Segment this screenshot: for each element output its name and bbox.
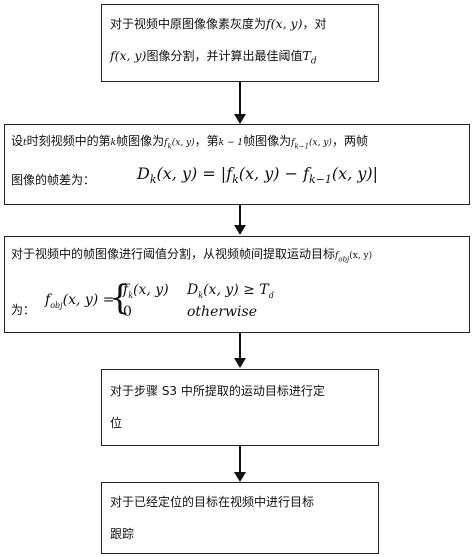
step2-frame-diff-label: 图像的帧差为： xyxy=(11,173,96,187)
step2-var-t: t xyxy=(23,138,27,148)
piecewise-lhs-args: (x, y) = xyxy=(62,292,115,308)
step4-line1: 对于步骤 S3 中所提取的运动目标进行定 xyxy=(110,384,325,398)
step3-fobj-args: (x, y) xyxy=(349,251,373,261)
step4-line2: 位 xyxy=(110,416,123,430)
step3-fobj: f xyxy=(335,251,339,261)
case1-f-sub: k xyxy=(128,290,134,300)
arrow-1 xyxy=(234,82,246,124)
piecewise-case1-cond: Dk(x, y) ≥ Td xyxy=(187,281,274,305)
step1-threshold-sub: d xyxy=(310,56,317,67)
step1-line1-func: f(x, y) xyxy=(266,16,303,31)
step2-var-km1: k − 1 xyxy=(218,138,244,148)
formula-f2: f xyxy=(303,164,309,183)
formula-abs-open: | xyxy=(220,164,227,183)
step2-formula: Dk(x, y) = |fk(x, y) − fk−1(x, y)| xyxy=(137,165,378,189)
step5-line2: 跟踪 xyxy=(110,527,135,541)
step2-text-p3: 帧图像为 xyxy=(116,134,165,148)
step1-line1-text: 对于视频中原图像像素灰度为 xyxy=(110,17,267,31)
step2-text-p1: 设 xyxy=(11,134,24,148)
arrow-3 xyxy=(234,333,246,368)
case1-D-sub: k xyxy=(198,290,204,300)
piecewise-case2-cond: otherwise xyxy=(187,303,257,321)
step3-fobj-sub: obj xyxy=(338,255,350,264)
step1-line2-func: f(x, y) xyxy=(110,48,147,63)
step2-var-k: k xyxy=(110,138,117,148)
case2-cond: otherwise xyxy=(187,304,257,320)
step2-fk-sub: k xyxy=(167,142,172,151)
step1-line1: 对于视频中原图像像素灰度为f(x, y)，对 xyxy=(110,15,326,33)
case1-args: (x, y) xyxy=(133,282,169,298)
step1-line1-tail: ，对 xyxy=(302,17,327,31)
piecewise-case1: fk(x, y) xyxy=(123,281,169,305)
formula-f2-sub: k−1 xyxy=(309,173,332,187)
case1-D: D xyxy=(187,282,199,298)
step2-fkm1: f xyxy=(291,138,295,148)
step4-box: 对于步骤 S3 中所提取的运动目标进行定 位 xyxy=(101,369,379,446)
step2-box: 设t时刻视频中的第k帧图像为fk(x, y)，第k − 1帧图像为fk−1(x,… xyxy=(4,124,470,205)
step3-line1: 对于视频中的帧图像进行阈值分割，从视频帧间提取运动目标fobj(x, y) xyxy=(11,245,372,269)
formula-abs-close: | xyxy=(372,164,378,183)
arrow-4 xyxy=(234,446,246,482)
case1-T-sub: d xyxy=(268,290,274,300)
step3-box: 对于视频中的帧图像进行阈值分割，从视频帧间提取运动目标fobj(x, y) 为：… xyxy=(4,236,470,333)
step2-fk: f xyxy=(164,138,168,148)
formula-D-sub: k xyxy=(149,173,157,187)
step2-text-p5: 帧图像为 xyxy=(243,134,292,148)
formula-f1: f xyxy=(226,164,233,183)
step3-text: 对于视频中的帧图像进行阈值分割，从视频帧间提取运动目标 xyxy=(11,247,336,261)
piecewise-f-sub: obj xyxy=(50,300,63,310)
step2-text-p2: 时刻视频中的第 xyxy=(26,134,111,148)
arrow-2 xyxy=(234,205,246,235)
step2-fkm1-sub: k−1 xyxy=(294,142,310,151)
case2-value: 0 xyxy=(123,304,132,320)
piecewise-case2: 0 xyxy=(123,303,132,321)
formula-D: D xyxy=(137,164,150,183)
formula-f2-args: (x, y) xyxy=(331,164,373,183)
piecewise-f: f xyxy=(45,292,51,308)
step5-line1: 对于已经定位的目标在视频中进行目标 xyxy=(110,495,315,509)
formula-args: (x, y) = xyxy=(156,164,221,183)
piecewise-brace: { xyxy=(109,278,131,318)
step1-line2-text: 图像分割，并计算出最佳阈值 xyxy=(146,49,303,63)
step3-lead-text: 为： xyxy=(11,303,36,317)
step3-lead: 为： xyxy=(11,301,35,319)
step2-fkm1-args: (x, y) xyxy=(309,138,332,148)
formula-f1-args: (x, y) − xyxy=(238,164,304,183)
step1-line2: f(x, y)图像分割，并计算出最佳阈值Td xyxy=(110,47,317,71)
step2-line2: 图像的帧差为： xyxy=(11,171,95,189)
case1-cond: (x, y) ≥ T xyxy=(203,282,269,298)
step5-box: 对于已经定位的目标在视频中进行目标 跟踪 xyxy=(101,482,379,554)
step2-text-p4: ，第 xyxy=(194,134,219,148)
step2-text-p6: ，两帧 xyxy=(331,134,368,148)
step1-threshold: T xyxy=(302,48,311,63)
step3-lhs: fobj(x, y) = xyxy=(45,291,114,315)
step2-line1: 设t时刻视频中的第k帧图像为fk(x, y)，第k − 1帧图像为fk−1(x,… xyxy=(11,132,368,156)
case1-f: f xyxy=(123,282,129,298)
formula-f1-sub: k xyxy=(232,173,239,187)
step2-fk-args: (x, y) xyxy=(171,138,195,148)
step1-box: 对于视频中原图像像素灰度为f(x, y)，对 f(x, y)图像分割，并计算出最… xyxy=(101,4,379,82)
